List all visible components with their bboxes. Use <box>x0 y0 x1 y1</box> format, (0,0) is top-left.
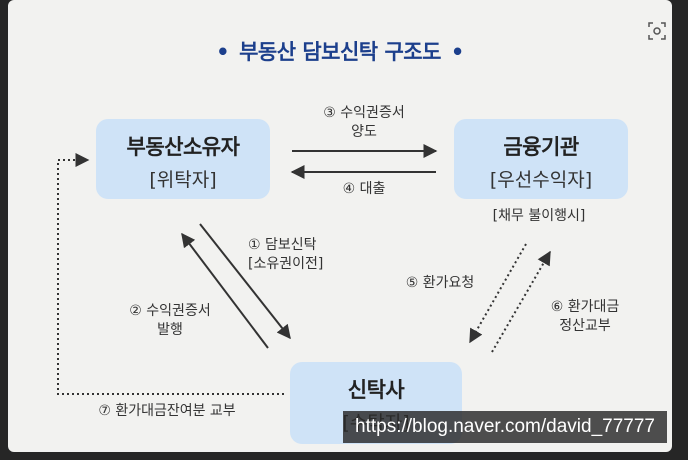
diagram-title: • 부동산 담보신탁 구조도 • <box>8 36 672 66</box>
label-step2: ② 수익권증서 발행 <box>110 302 230 340</box>
scan-icon[interactable] <box>648 22 666 40</box>
title-text: 부동산 담보신탁 구조도 <box>239 40 441 64</box>
label-step5: ⑤ 환가요청 <box>405 275 475 291</box>
diagram-canvas: • 부동산 담보신탁 구조도 • 부동산소유자 [위탁자] 금융기관 [우선수익자] <box>8 0 672 452</box>
label-step1: ① 담보신탁 [소유권이전] <box>248 236 358 274</box>
node-bank: 금융기관 [우선수익자] <box>454 119 628 199</box>
node-owner-role: [위탁자] <box>149 169 217 191</box>
label-step6: ⑥ 환가대금 정산교부 <box>530 298 640 336</box>
arrow-step2 <box>181 232 269 349</box>
watermark-url: https://blog.naver.com/david_77777 <box>343 411 667 443</box>
arrow-layer <box>57 144 551 395</box>
node-bank-name: 금융기관 <box>503 135 579 159</box>
node-owner-name: 부동산소유자 <box>126 135 240 159</box>
title-bullet-left: • <box>216 40 230 64</box>
node-owner: 부동산소유자 [위탁자] <box>96 119 270 199</box>
label-step2-line1: ② 수익권증서 <box>129 303 211 319</box>
label-step4: ④ 대출 <box>342 181 386 197</box>
arrow-step6 <box>491 250 551 353</box>
label-step7: ⑦ 환가대금잔여분 교부 <box>98 403 236 419</box>
label-step2-line2: 발행 <box>157 322 183 338</box>
label-default-condition: [채무 불이행시] <box>492 208 586 224</box>
label-step6-line1: ⑥ 환가대금 <box>550 299 620 315</box>
label-step3: ③ 수익권증서 양도 <box>304 104 424 142</box>
label-step3-line1: ③ 수익권증서 <box>323 105 405 121</box>
arrow-step5 <box>469 243 527 344</box>
title-bullet-right: • <box>450 40 464 64</box>
arrow-step7 <box>57 153 284 395</box>
node-bank-role: [우선수익자] <box>489 169 593 191</box>
label-step1-line2: [소유권이전] <box>248 256 324 272</box>
label-step3-line2: 양도 <box>351 124 377 140</box>
node-trust-name: 신탁사 <box>347 378 405 402</box>
arrow-step1 <box>199 223 291 340</box>
label-step1-line1: ① 담보신탁 <box>248 237 317 253</box>
label-step6-line2: 정산교부 <box>559 318 611 334</box>
